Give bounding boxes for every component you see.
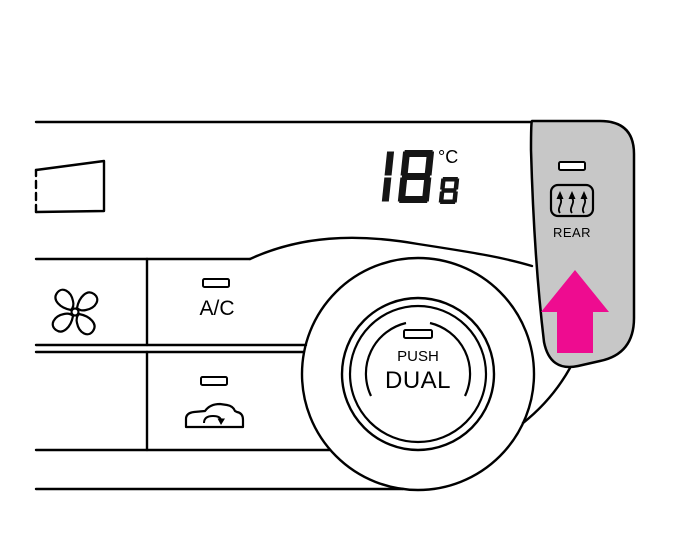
ac-label: A/C [199,297,234,320]
temp-digits-main [381,150,435,203]
indicator-bar [202,278,230,288]
dial-knob-ring [348,304,488,444]
temp-digits-sub [438,177,460,204]
sweep-curve-above-dial [248,236,534,268]
vent-lever-shape [34,159,106,214]
fan-icon [51,288,99,336]
dial-outer-ring [300,256,536,492]
temperature-display: °C [381,147,460,204]
dial-mid-ring [340,296,496,452]
recirculation-button [184,376,245,429]
indicator-bar [558,161,586,171]
recirculation-car-icon [184,402,245,429]
dial-dual-label: DUAL [385,367,451,394]
knob-inner-arc-right [429,321,472,397]
indicator-bar [403,329,433,339]
indicator-bar [200,376,228,386]
right-connector-curve [521,366,572,425]
up-arrow-icon [541,270,609,353]
rear-defrost-icon [549,183,595,218]
dial-push-label: PUSH [397,348,439,365]
knob-inner-arc-left [364,321,407,397]
rear-label: REAR [553,225,591,240]
dual-dial [300,256,536,492]
ac-button: A/C [199,278,235,320]
panel-outline [34,120,572,491]
display-unit: °C [438,147,458,167]
